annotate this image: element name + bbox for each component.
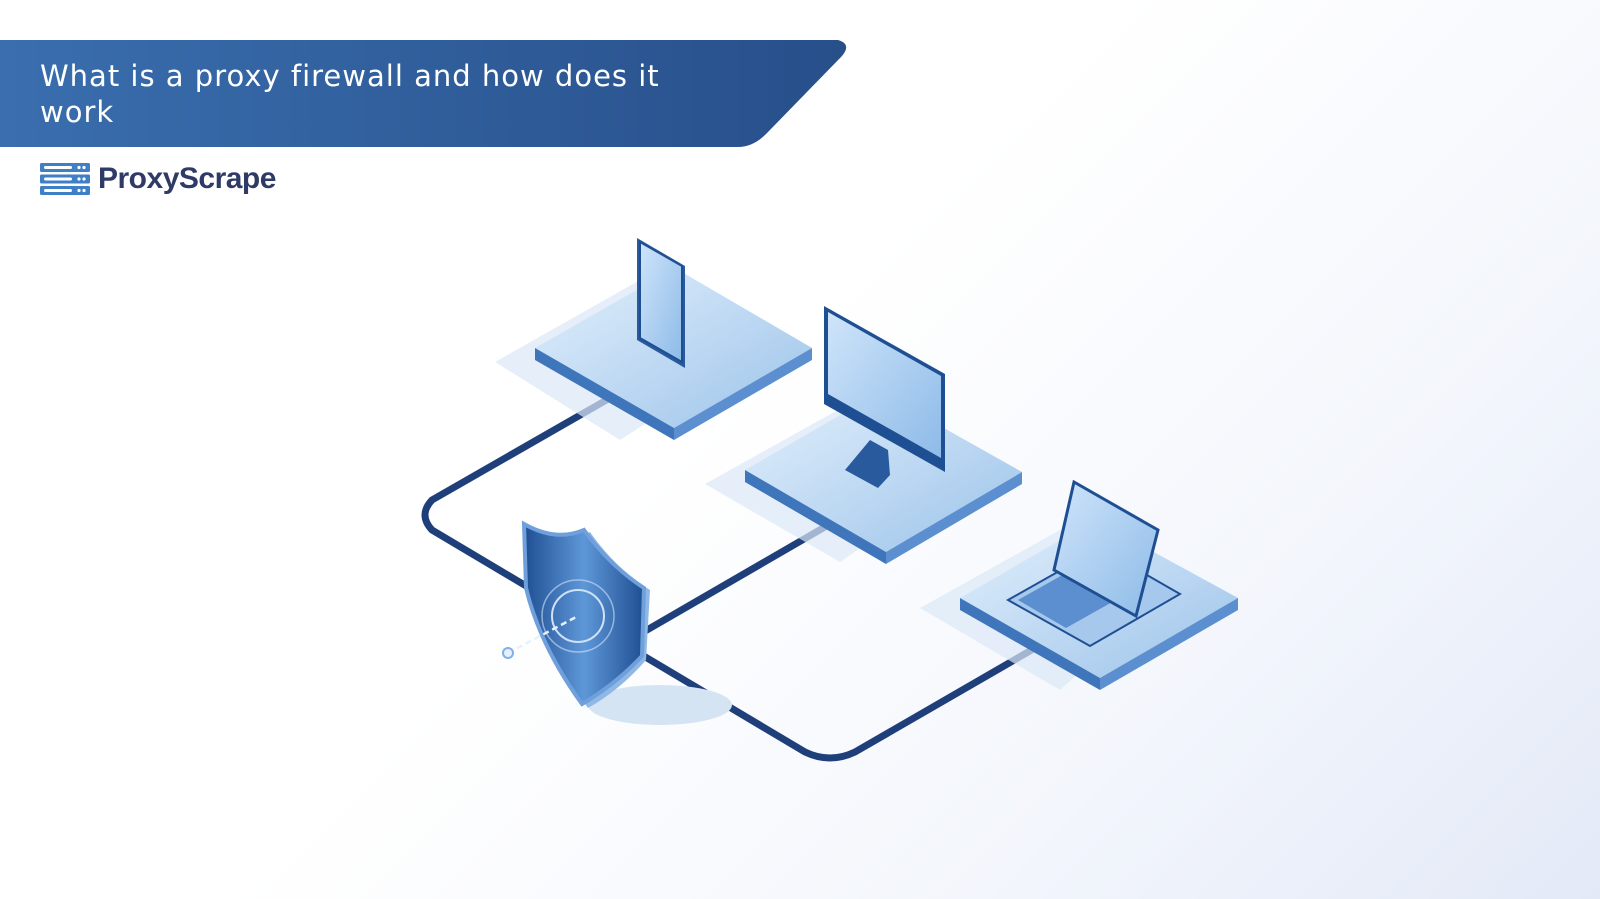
shield-icon [502,520,732,725]
desktop-monitor-icon [824,306,945,488]
proxyscrape-logo[interactable]: ProxyScrape [40,162,276,196]
laptop-icon [1005,479,1183,648]
laptop-platform [920,479,1238,690]
title-banner [0,40,848,147]
smartphone-platform [495,238,812,440]
server-stack-icon [40,163,90,195]
page-title: What is a proxy firewall and how does it… [40,59,660,129]
smartphone-icon [637,238,685,368]
logo-text: ProxyScrape [98,162,276,195]
banner-shape [0,40,847,147]
desktop-platform [705,306,1022,564]
